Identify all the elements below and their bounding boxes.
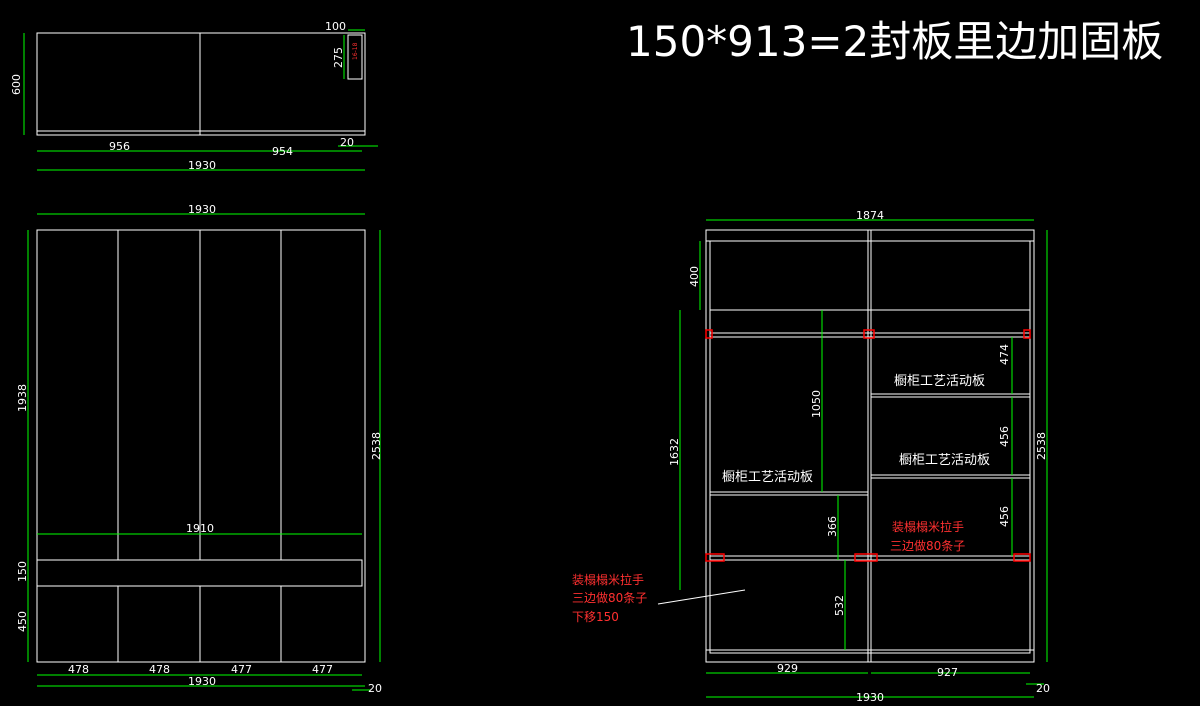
note-left-line-1: 装榻榻米拉手 <box>572 572 644 587</box>
dim-front-band: 150 <box>16 561 29 582</box>
note-right-line-1: 装榻榻米拉手 <box>892 519 964 534</box>
inner-view-inner-frame <box>709 240 1031 654</box>
dim-inner-left-bottom: 532 <box>833 595 846 616</box>
dim-front-inner-width: 1910 <box>186 522 214 535</box>
inner-view-outline <box>705 229 1035 663</box>
dim-inner-right-c: 456 <box>998 506 1011 527</box>
dim-front-height-total: 2538 <box>370 432 383 460</box>
dim-top-depth: 600 <box>10 74 23 95</box>
note-left-line-2: 三边做80条子 <box>572 590 647 605</box>
dim-top-gap: 20 <box>340 136 354 149</box>
front-view-dims <box>27 213 381 691</box>
front-view-band <box>36 559 363 587</box>
dim-inner-bottom-right: 927 <box>937 666 958 679</box>
dim-inner-right-b: 456 <box>998 426 1011 447</box>
dim-top-w1: 956 <box>109 140 130 153</box>
dim-inner-left-upper: 1050 <box>810 390 823 418</box>
dim-front-height-upper: 1938 <box>16 384 29 412</box>
dim-front-lower: 450 <box>16 611 29 632</box>
note-left-line-3: 下移150 <box>572 610 619 624</box>
label-shelf-right-1: 橱柜工艺活动板 <box>894 374 985 389</box>
top-view: 600 956 954 1930 100 275 16-18 20 <box>10 20 378 172</box>
dim-top-side-h: 275 <box>332 47 345 68</box>
inner-view-red-markers <box>705 329 1031 562</box>
dim-inner-top-width: 1874 <box>856 209 884 222</box>
dim-front-bottom-total: 1930 <box>188 675 216 688</box>
top-view-dims <box>23 29 378 171</box>
inner-view-dims <box>679 219 1048 698</box>
label-shelf-right-2: 橱柜工艺活动板 <box>899 453 990 468</box>
dim-inner-gap: 20 <box>1036 682 1050 695</box>
dim-front-d4: 477 <box>312 663 333 676</box>
dim-top-tiny: 16-18 <box>352 42 359 60</box>
label-shelf-left: 橱柜工艺活动板 <box>722 470 813 485</box>
note-right-line-2: 三边做80条子 <box>890 538 965 553</box>
dim-inner-right-a: 474 <box>998 344 1011 365</box>
front-view: 1930 1938 150 450 2538 1910 478 478 477 … <box>16 203 383 695</box>
inner-view: 1874 400 1632 1050 366 532 474 456 456 2… <box>572 209 1050 704</box>
dim-inner-bottom-total: 1930 <box>856 691 884 704</box>
dim-inner-left-height: 1632 <box>668 438 681 466</box>
dim-inner-left-mid: 366 <box>826 516 839 537</box>
drawing-title: 150*913=2封板里边加固板 <box>626 17 1164 66</box>
top-view-side-box <box>347 34 363 80</box>
top-view-outline <box>36 32 366 136</box>
front-view-outline <box>36 229 366 663</box>
dim-inner-total-height: 2538 <box>1035 432 1048 460</box>
dim-inner-top-section: 400 <box>688 266 701 287</box>
dim-front-d1: 478 <box>68 663 89 676</box>
dim-front-d2: 478 <box>149 663 170 676</box>
dim-top-total: 1930 <box>188 159 216 172</box>
dim-front-top-total: 1930 <box>188 203 216 216</box>
dim-front-d3: 477 <box>231 663 252 676</box>
dim-front-gap: 20 <box>368 682 382 695</box>
dim-inner-bottom-left: 929 <box>777 662 798 675</box>
dim-top-w2: 954 <box>272 145 293 158</box>
dim-top-side-w: 100 <box>325 20 346 33</box>
note-leader-line <box>657 589 746 605</box>
